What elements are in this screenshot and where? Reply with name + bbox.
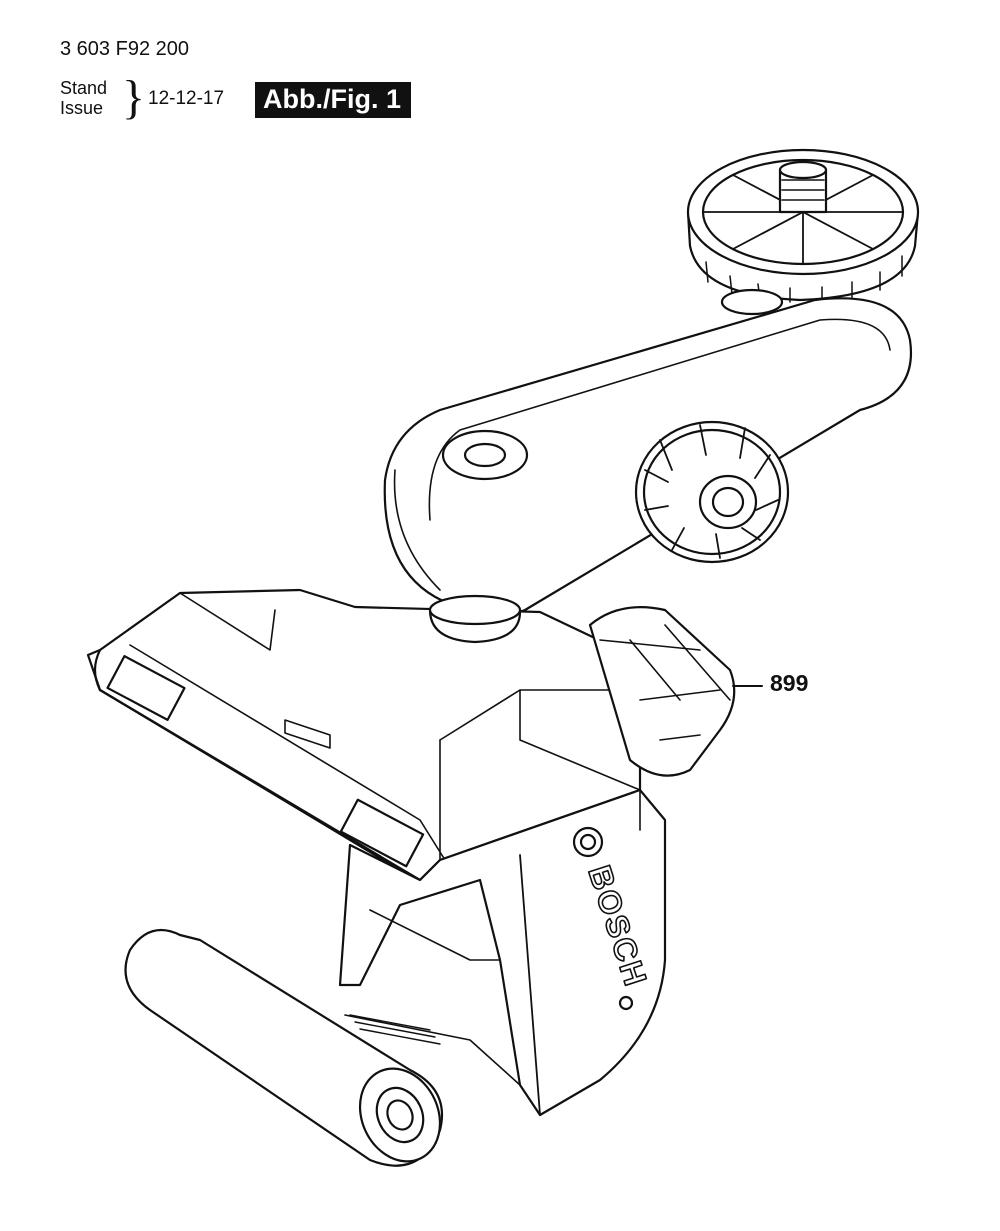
callout-899: 899 [770,670,809,696]
issue-date: 12-12-17 [148,88,225,109]
issue-label: Issue [60,98,104,118]
stand-issue-labels: Stand Issue [60,78,107,118]
roller [124,928,444,1167]
stand-label: Stand [60,78,108,98]
figure-label: Abb./Fig. 1 [255,82,411,118]
part-number: 3 603 F92 200 [60,38,189,60]
side-knob [634,420,790,564]
lower-bracket [338,788,667,1117]
brace-glyph: } [122,71,146,124]
mount-body [86,588,642,882]
top-thumb-wheel [686,148,920,303]
clamp-knob [588,606,736,777]
